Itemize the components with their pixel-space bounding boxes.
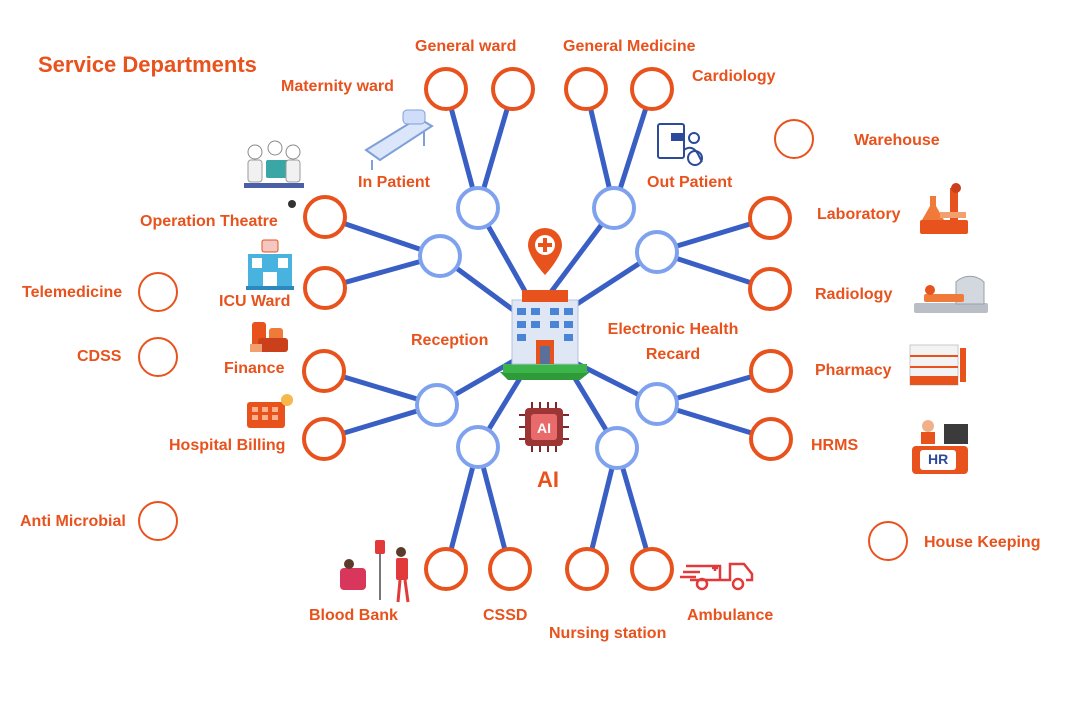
icu-building-icon xyxy=(246,239,294,290)
laboratory-flasks-icon xyxy=(920,183,968,234)
hub-lab-radiology xyxy=(635,230,679,274)
hub-pharmacy-hrms xyxy=(635,382,679,426)
hub-nursing-ambulance xyxy=(595,426,639,470)
label-reception: Reception xyxy=(411,332,489,349)
label-ambulance: Ambulance xyxy=(687,607,774,624)
label-ehr-line1: Electronic Health xyxy=(607,321,739,338)
hospital-building-icon xyxy=(500,228,590,380)
label-in-patient: In Patient xyxy=(358,174,431,191)
label-radiology: Radiology xyxy=(815,286,893,303)
node-nursing-station xyxy=(565,547,609,591)
node-cssd xyxy=(488,547,532,591)
label-warehouse: Warehouse xyxy=(854,132,940,149)
node-ambulance xyxy=(630,547,674,591)
hub-finance-billing xyxy=(415,383,459,427)
billing-calculator-icon xyxy=(247,394,293,428)
standalone-rings xyxy=(138,119,908,561)
label-general-medicine: General Medicine xyxy=(563,38,696,55)
node-hospital-billing xyxy=(302,417,346,461)
coins-stack-icon xyxy=(250,322,288,352)
label-ehr-line2: Recard xyxy=(645,346,701,363)
hub-rings xyxy=(415,186,679,470)
hospital-bed-icon xyxy=(364,109,434,170)
node-general-ward xyxy=(424,67,468,111)
node-cdss xyxy=(138,337,178,377)
hr-desk-icon xyxy=(912,420,968,474)
label-hrms: HRMS xyxy=(811,437,859,454)
ambulance-icon xyxy=(680,562,754,591)
label-hospital-billing: Hospital Billing xyxy=(169,437,286,454)
ai-chip-icon: AI xyxy=(519,402,569,452)
label-maternity-ward: Maternity ward xyxy=(281,78,394,95)
node-operation-theatre xyxy=(303,195,347,239)
blood-donation-icon xyxy=(340,540,410,603)
node-cardiology xyxy=(630,67,674,111)
label-blood-bank: Blood Bank xyxy=(309,607,398,624)
node-anti-microbial xyxy=(138,501,178,541)
label-electronic-health-record: Electronic Health Recard xyxy=(600,317,746,367)
radiology-scanner-icon xyxy=(914,275,988,313)
surgery-team-icon xyxy=(244,140,304,208)
ai-label: AI xyxy=(537,467,559,492)
node-pharmacy xyxy=(749,349,793,393)
hub-out-patient xyxy=(592,186,636,230)
hr-badge-text: HR xyxy=(928,451,949,467)
label-general-ward: General ward xyxy=(415,38,517,55)
node-hrms xyxy=(749,417,793,461)
hub-in-patient xyxy=(456,186,500,230)
label-cardiology: Cardiology xyxy=(692,68,776,85)
node-icu-ward xyxy=(303,266,347,310)
node-laboratory xyxy=(748,196,792,240)
node-general-medicine xyxy=(564,67,608,111)
label-laboratory: Laboratory xyxy=(817,206,901,223)
label-finance: Finance xyxy=(224,360,285,377)
label-operation-theatre: Operation Theatre xyxy=(140,213,278,230)
node-telemedicine xyxy=(138,272,178,312)
node-warehouse xyxy=(774,119,814,159)
label-cdss: CDSS xyxy=(77,348,122,365)
hub-operation-icu xyxy=(418,234,462,278)
node-blood-bank xyxy=(424,547,468,591)
svg-text:AI: AI xyxy=(537,420,551,436)
node-general-ward-2 xyxy=(491,67,535,111)
label-pharmacy: Pharmacy xyxy=(815,362,892,379)
hub-bloodbank-cssd xyxy=(456,425,500,469)
label-cssd: CSSD xyxy=(483,607,528,624)
label-icu-ward: ICU Ward xyxy=(219,293,291,310)
wheelchair-patient-icon xyxy=(657,123,703,166)
pharmacy-shelves-icon xyxy=(909,344,966,386)
node-radiology xyxy=(748,267,792,311)
node-rings xyxy=(302,67,793,591)
label-nursing-station: Nursing station xyxy=(549,625,667,642)
page-title: Service Departments xyxy=(38,52,257,77)
label-anti-microbial: Anti Microbial xyxy=(20,513,126,530)
label-telemedicine: Telemedicine xyxy=(22,284,123,301)
label-house-keeping: House Keeping xyxy=(924,534,1041,551)
node-finance xyxy=(302,349,346,393)
label-out-patient: Out Patient xyxy=(647,174,733,191)
node-house-keeping xyxy=(868,521,908,561)
